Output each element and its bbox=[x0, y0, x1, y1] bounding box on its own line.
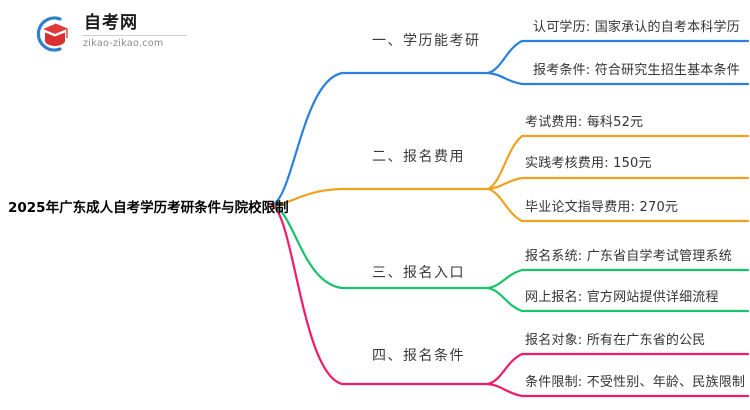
leaf-2-3-connector bbox=[486, 187, 750, 223]
branch-3-spine bbox=[270, 203, 490, 290]
logo-site-url: zikao-zikao.com bbox=[83, 38, 164, 49]
branch-label-4[interactable]: 四、报名条件 bbox=[372, 348, 465, 364]
leaf-4-2-connector bbox=[486, 382, 750, 398]
branch-4-spine bbox=[270, 203, 490, 386]
branch-label-3[interactable]: 三、报名入口 bbox=[372, 265, 465, 281]
logo-site-name: 自考网 bbox=[84, 13, 138, 33]
leaf-label-2-3[interactable]: 毕业论文指导费用: 270元 bbox=[525, 200, 679, 215]
leaf-1-2-connector bbox=[486, 71, 750, 86]
leaf-label-2-2[interactable]: 实践考核费用: 150元 bbox=[525, 156, 652, 171]
leaf-label-4-2[interactable]: 条件限制: 不受性别、年龄、民族限制 bbox=[525, 375, 746, 390]
leaf-label-1-1[interactable]: 认可学历: 国家承认的自考本科学历 bbox=[533, 20, 740, 35]
leaf-1-1-connector bbox=[486, 39, 750, 75]
leaf-2-2-connector bbox=[486, 176, 750, 191]
leaf-label-4-1[interactable]: 报名对象: 所有在广东省的公民 bbox=[525, 333, 706, 348]
leaf-4-1-connector bbox=[486, 352, 750, 386]
branch-label-2[interactable]: 二、报名费用 bbox=[372, 149, 465, 165]
root-node-title: 2025年广东成人自考学历考研条件与院校限制 bbox=[8, 200, 289, 216]
leaf-3-2-connector bbox=[486, 286, 750, 313]
logo-text: 自考网 zikao-zikao.com bbox=[82, 12, 188, 54]
leaf-3-1-connector bbox=[486, 268, 750, 290]
site-logo: 自考网 zikao-zikao.com bbox=[30, 12, 190, 56]
branch-1-spine bbox=[270, 71, 490, 207]
branch-2-spine bbox=[270, 187, 490, 207]
leaf-label-3-1[interactable]: 报名系统: 广东省自学考试管理系统 bbox=[525, 249, 732, 264]
leaf-2-1-connector bbox=[486, 134, 750, 191]
logo-divider bbox=[82, 35, 186, 36]
leaf-label-1-2[interactable]: 报考条件: 符合研究生招生基本条件 bbox=[533, 63, 740, 78]
leaf-label-2-1[interactable]: 考试费用: 每科52元 bbox=[525, 115, 644, 130]
leaf-label-3-2[interactable]: 网上报名: 官方网站提供详细流程 bbox=[525, 290, 719, 305]
branch-label-1[interactable]: 一、学历能考研 bbox=[372, 33, 481, 49]
graduation-cap-icon bbox=[36, 16, 68, 52]
